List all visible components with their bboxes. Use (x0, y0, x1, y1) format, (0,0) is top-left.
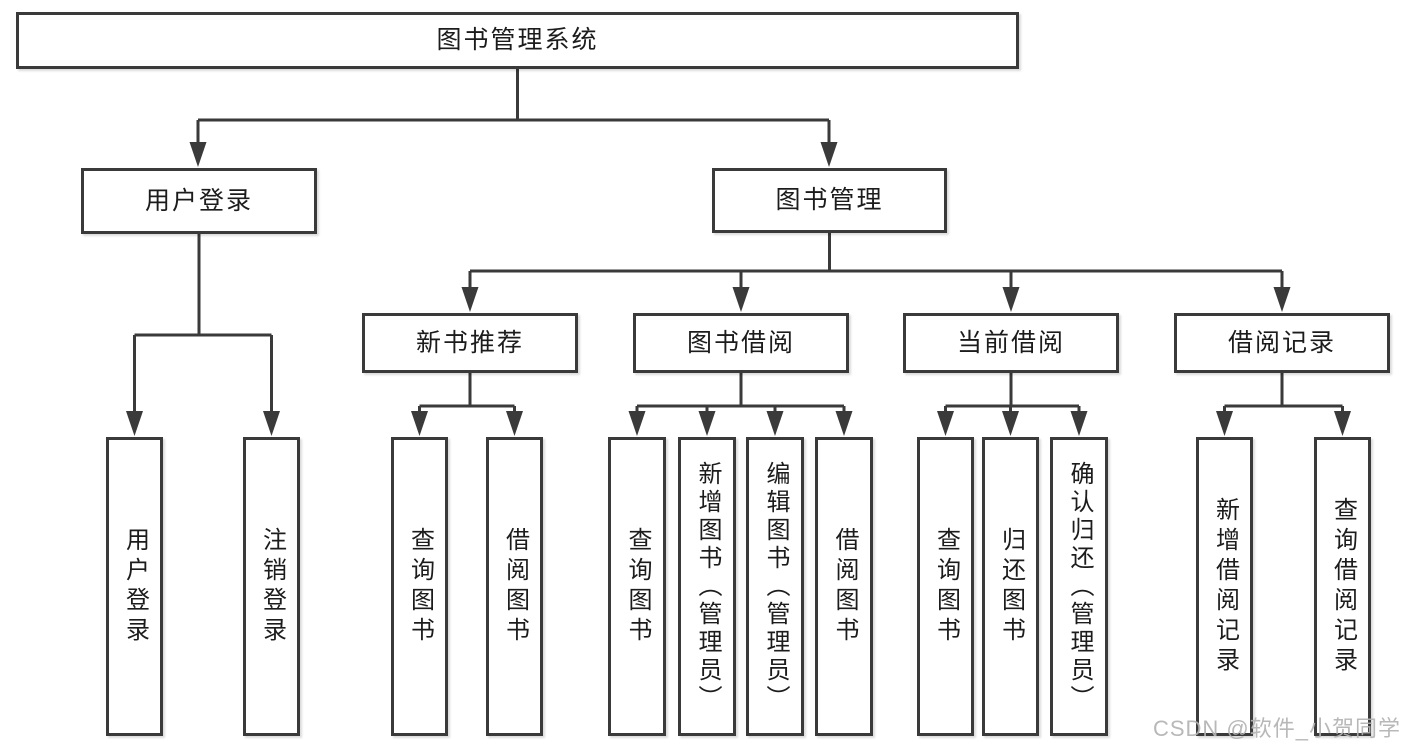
leaf-borrow-query-label: 查询图书 (624, 526, 651, 647)
connector-root-to-level2 (196, 69, 831, 146)
leaf-confirm-return-admin-label: 确认归还（管理员） (1066, 460, 1093, 713)
leaf-newbook-query: 查询图书 (391, 437, 448, 736)
node-root-label: 图书管理系统 (436, 26, 599, 54)
leaf-borrow-add-admin-label: 新增图书（管理员） (694, 460, 721, 713)
leaf-borrow-book: 借阅图书 (815, 437, 873, 736)
node-current-borrow: 当前借阅 (903, 313, 1119, 373)
node-book-management-label: 图书管理 (775, 186, 884, 214)
leaf-add-borrow-record: 新增借阅记录 (1196, 437, 1253, 736)
leaf-return-book: 归还图书 (982, 437, 1039, 736)
node-borrow-record-label: 借阅记录 (1227, 328, 1336, 357)
leaf-newbook-query-label: 查询图书 (406, 526, 434, 647)
node-book-borrow-label: 图书借阅 (686, 328, 795, 357)
leaf-logout: 注销登录 (243, 437, 300, 736)
node-current-borrow-label: 当前借阅 (956, 328, 1065, 357)
arrowheads (126, 142, 1351, 436)
leaf-current-query: 查询图书 (917, 437, 974, 736)
leaf-query-borrow-record: 查询借阅记录 (1314, 437, 1371, 736)
node-user-login-label: 用户登录 (144, 186, 253, 215)
leaf-user-login-label: 用户登录 (121, 526, 149, 647)
leaf-return-book-label: 归还图书 (997, 526, 1025, 647)
leaf-logout-label: 注销登录 (258, 526, 286, 647)
leaf-borrow-query: 查询图书 (608, 437, 666, 736)
leaf-borrow-book-label: 借阅图书 (831, 526, 858, 647)
connector-userlogin-to-leaves (133, 234, 273, 414)
leaf-query-borrow-record-label: 查询借阅记录 (1329, 496, 1357, 677)
connector-currentborrow-to-leaves (944, 373, 1081, 414)
node-new-book-recommend-label: 新书推荐 (415, 328, 524, 357)
leaf-newbook-borrow-label: 借阅图书 (501, 526, 529, 647)
watermark: CSDN @软件_小贺同学 (1152, 716, 1401, 741)
node-book-management: 图书管理 (712, 168, 947, 233)
leaf-borrow-add-admin: 新增图书（管理员） (678, 437, 736, 736)
leaf-confirm-return-admin: 确认归还（管理员） (1050, 437, 1108, 736)
node-book-borrow: 图书借阅 (633, 313, 849, 373)
leaf-add-borrow-record-label: 新增借阅记录 (1211, 496, 1239, 677)
node-root: 图书管理系统 (16, 12, 1019, 69)
connector-bookmgmt-to-level3 (468, 233, 1284, 291)
connector-borrowrecord-to-leaves (1223, 373, 1344, 414)
leaf-user-login: 用户登录 (106, 437, 163, 736)
leaf-borrow-edit-admin-label: 编辑图书（管理员） (762, 460, 789, 713)
node-borrow-record: 借阅记录 (1174, 313, 1390, 373)
leaf-newbook-borrow: 借阅图书 (486, 437, 543, 736)
leaf-borrow-edit-admin: 编辑图书（管理员） (746, 437, 804, 736)
connector-bookborrow-to-leaves (635, 373, 846, 414)
leaf-current-query-label: 查询图书 (932, 526, 960, 647)
node-user-login: 用户登录 (81, 168, 317, 234)
connector-newbook-to-leaves (418, 373, 516, 414)
node-new-book-recommend: 新书推荐 (362, 313, 578, 373)
